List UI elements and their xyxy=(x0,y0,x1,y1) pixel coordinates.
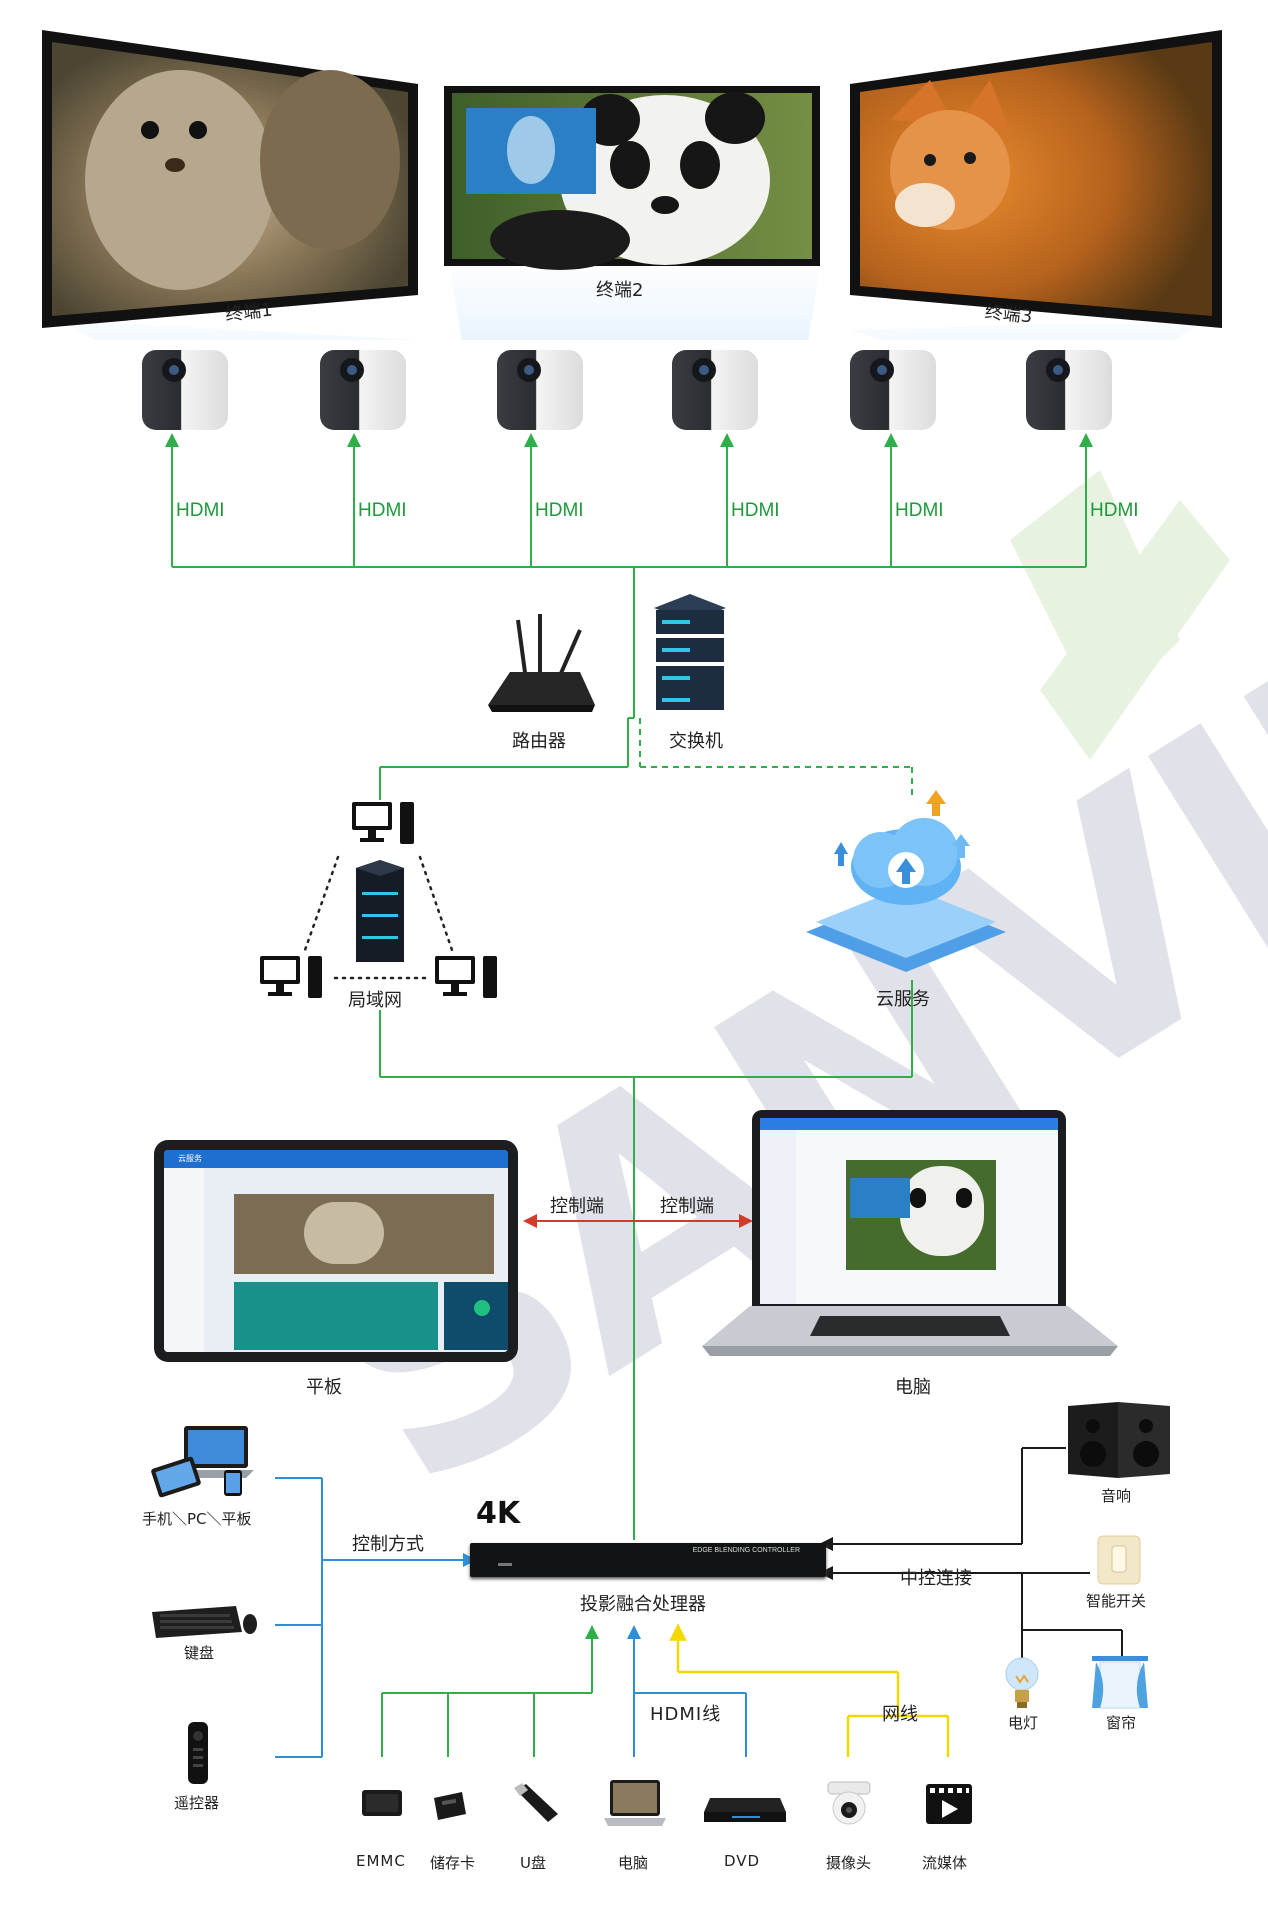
projector-icon-3 xyxy=(497,350,583,430)
keyboard-icon xyxy=(152,1606,257,1638)
lan-server-icon xyxy=(356,860,404,962)
laptop-screen xyxy=(760,1118,1058,1304)
smart-switch-icon xyxy=(1097,1535,1141,1585)
central-control-label-3: 电灯 xyxy=(1008,1714,1039,1732)
projector-icon-4 xyxy=(672,350,758,430)
camera-icon xyxy=(827,1781,871,1825)
control-link-left-label: 控制端 xyxy=(550,1196,604,1217)
computer-label: 电脑 xyxy=(895,1377,931,1398)
terminal-1-label: 终端1 xyxy=(224,299,274,326)
laptop-device xyxy=(752,1110,1066,1310)
projector-icon-2 xyxy=(320,350,406,430)
projector-icon-6 xyxy=(1026,350,1112,430)
hdmi-label-3: HDMI xyxy=(535,500,584,521)
projector-icon-5 xyxy=(850,350,936,430)
control-link-right-label: 控制端 xyxy=(660,1196,714,1217)
projectors xyxy=(142,350,1112,430)
emmc-icon xyxy=(362,1790,402,1816)
central-control-label-1: 音响 xyxy=(1101,1487,1132,1505)
source-label-6: 摄像头 xyxy=(826,1854,872,1872)
processor-device: EDGE BLENDING CONTROLLER xyxy=(470,1543,826,1577)
curtain-icon xyxy=(1092,1656,1148,1709)
central-control-label-2: 智能开关 xyxy=(1086,1592,1147,1610)
source-label-5: DVD xyxy=(724,1852,761,1870)
network-cable-label: 网线 xyxy=(882,1704,918,1725)
source-label-7: 流媒体 xyxy=(922,1854,968,1872)
hdmi-label-4: HDMI xyxy=(731,500,780,521)
control-method-label-3: 遥控器 xyxy=(174,1794,220,1812)
usb-drive-icon xyxy=(514,1783,558,1822)
lan-pc-icon-right xyxy=(435,956,497,998)
switch-icon xyxy=(654,594,726,710)
processor-name: 投影融合处理器 xyxy=(580,1594,706,1615)
projection-screens xyxy=(42,30,1222,340)
hdmi-cable-label: HDMI线 xyxy=(650,1704,722,1725)
projector-icon-1 xyxy=(142,350,228,430)
central-control-title: 中控连接 xyxy=(900,1568,972,1589)
light-bulb-icon xyxy=(1005,1657,1039,1708)
router-label: 路由器 xyxy=(512,731,566,752)
terminal-3-label: 终端3 xyxy=(983,301,1034,328)
hdmi-label-2: HDMI xyxy=(358,500,407,521)
tablet-app-title: 云服务 xyxy=(178,1154,202,1163)
phone-pc-tablet-icon xyxy=(151,1426,254,1498)
source-label-3: U盘 xyxy=(520,1854,546,1872)
hdmi-label-5: HDMI xyxy=(895,500,944,521)
computer-source-icon xyxy=(604,1780,666,1826)
tablet-label: 平板 xyxy=(306,1377,342,1398)
terminal-2-label: 终端2 xyxy=(596,280,644,301)
dvd-player-icon xyxy=(704,1798,786,1822)
router-icon xyxy=(488,614,595,712)
control-method-label-2: 键盘 xyxy=(184,1644,215,1662)
lan-pc-icon-top xyxy=(352,802,414,844)
switch-label: 交换机 xyxy=(669,731,723,752)
cloud-service-icon xyxy=(806,790,1006,972)
hdmi-label-6: HDMI xyxy=(1090,500,1139,521)
source-label-2: 储存卡 xyxy=(430,1854,476,1872)
central-control-label-4: 窗帘 xyxy=(1106,1714,1137,1732)
processor-device-text: EDGE BLENDING CONTROLLER xyxy=(692,1547,800,1554)
source-label-1: EMMC xyxy=(356,1852,406,1870)
hdmi-label-1: HDMI xyxy=(176,500,225,521)
lan-pc-icon-left xyxy=(260,956,322,998)
control-methods-title: 控制方式 xyxy=(352,1534,424,1555)
source-label-4: 电脑 xyxy=(618,1854,649,1872)
tablet-screen: 云服务 xyxy=(164,1150,508,1352)
streaming-media-icon xyxy=(926,1784,972,1824)
control-method-label-1: 手机＼PC＼平板 xyxy=(142,1510,252,1528)
remote-control-icon xyxy=(188,1722,208,1784)
memory-card-icon xyxy=(434,1792,466,1820)
lan-label: 局域网 xyxy=(348,990,402,1011)
cloud-label: 云服务 xyxy=(876,989,930,1010)
speaker-icon xyxy=(1068,1402,1170,1478)
processor-4k-badge: 4K xyxy=(476,1496,521,1531)
laptop-base xyxy=(702,1306,1118,1356)
tablet-device: 云服务 xyxy=(154,1140,518,1362)
